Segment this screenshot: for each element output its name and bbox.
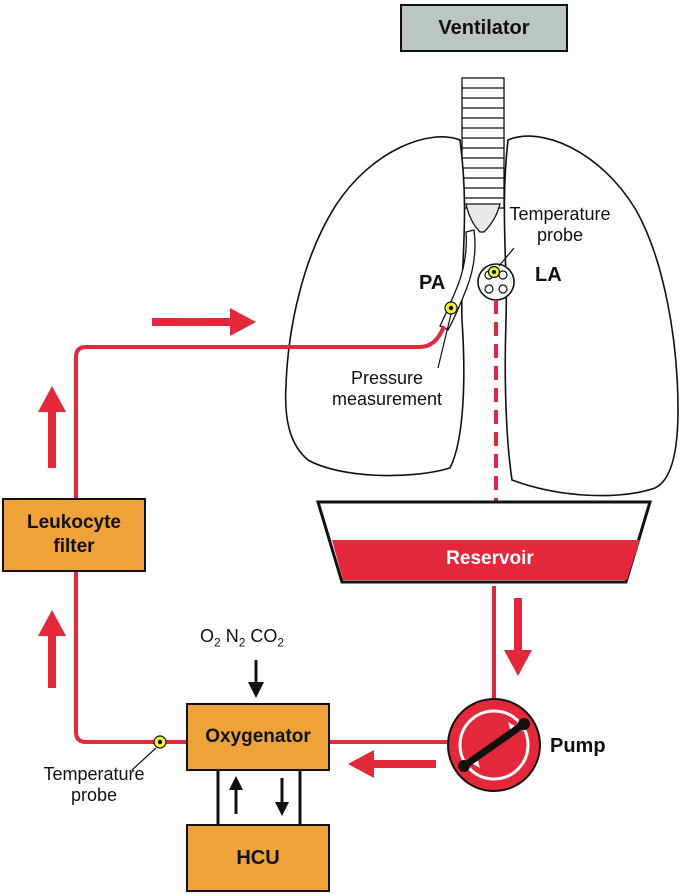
hcu-label: HCU <box>236 846 280 869</box>
reservoir-label: Reservoir <box>446 548 534 569</box>
leukocyte-filter-box: Leukocyte filter <box>2 498 146 572</box>
pulmonary-artery <box>439 229 476 331</box>
pa-label: PA <box>419 272 446 294</box>
left-lung <box>503 135 679 497</box>
reservoir-fill <box>332 540 640 580</box>
trachea <box>461 77 505 233</box>
flow-arrows <box>38 308 532 778</box>
perfusion-circuit <box>74 325 496 744</box>
oxygenator-label: Oxygenator <box>205 726 311 747</box>
bottom-temperature-probe-label: Temperature probe <box>43 764 145 805</box>
gases-label: O2 N2 CO2 <box>200 626 285 650</box>
oxygenator-box: Oxygenator <box>186 703 330 771</box>
ventilator-box: Ventilator <box>400 4 568 52</box>
pump-label: Pump <box>550 735 606 757</box>
pump <box>447 698 541 792</box>
hcu-connection <box>216 770 302 826</box>
la-label: LA <box>535 264 562 286</box>
ventilator-label: Ventilator <box>438 16 530 39</box>
pressure-measurement-label: Pressure measurement <box>331 368 443 409</box>
gas-inflow-arrow <box>248 682 264 698</box>
top-temperature-probe-label: Temperature probe <box>509 204 611 245</box>
right-lung <box>284 136 466 477</box>
hcu-box: HCU <box>186 824 330 892</box>
